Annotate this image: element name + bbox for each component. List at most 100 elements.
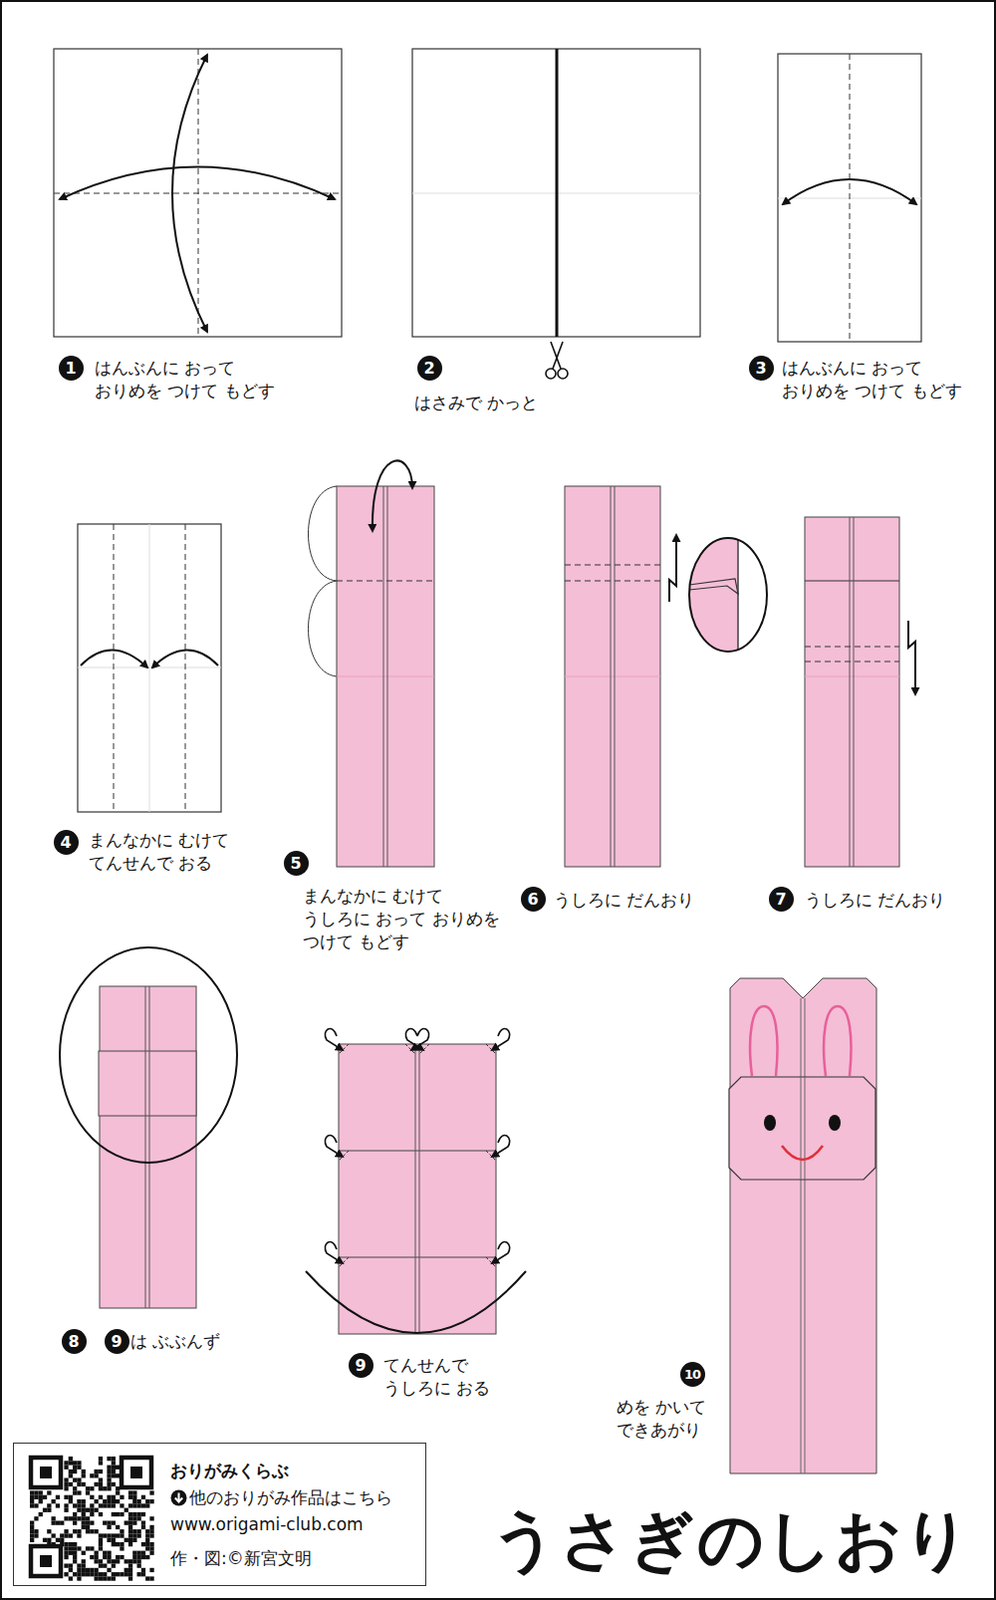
qr-code [68,1545,73,1550]
qr-code [111,1465,116,1470]
bunny-bookmark [763,1114,776,1131]
step7-strip [849,516,851,867]
qr-code [63,1502,68,1507]
qr-code [137,1571,142,1576]
qr-code [72,1502,77,1507]
qr-code [94,1558,99,1563]
qr-code [29,1532,34,1537]
qr-code [81,1469,86,1474]
qr-code [115,1524,120,1529]
step4-arrows [80,649,219,668]
qr-code [76,1498,81,1503]
qr-code [29,1528,34,1533]
qr-code [137,1532,142,1537]
scissors-symbol [550,341,561,369]
step4-arrows [80,649,148,668]
site-name: おりがみくらぶ [170,1459,289,1482]
qr-code [59,1520,64,1525]
step-instruction: うしろに だんおり [804,888,975,912]
qr-code [111,1541,116,1546]
step6-zoom-detail [677,527,739,668]
qr-code [46,1502,51,1507]
qr-code [102,1550,107,1555]
qr-code [119,1541,124,1546]
step7-strip [804,676,900,678]
qr-code [119,1494,124,1499]
qr-code [51,1532,56,1537]
qr-code [106,1469,111,1474]
qr-code [33,1532,38,1537]
footer-line: www.origami-club.com [170,1512,364,1535]
footer-line: 作・図:©新宮文明 [170,1546,312,1569]
qr-code [106,1554,111,1559]
qr-code [72,1550,77,1555]
qr-code [76,1502,81,1507]
step6-zoom-detail [677,527,739,668]
qr-code [132,1550,137,1555]
step7-strip [804,579,900,581]
qr-code [98,1469,103,1474]
qr-code [68,1563,73,1568]
qr-code [149,1567,154,1572]
step5-strip [336,676,435,678]
qr-code [111,1494,116,1499]
step1-square [53,193,342,195]
qr-code [76,1528,81,1533]
qr-code [38,1490,43,1494]
qr-code [128,1537,133,1542]
qr-code [106,1558,111,1563]
qr-code [145,1528,150,1533]
step-number: 9 [104,1328,130,1354]
qr-code [76,1515,81,1520]
qr-code [81,1511,86,1516]
qr-code [106,1498,111,1503]
qr-code [46,1528,51,1533]
qr-code [29,1456,155,1581]
qr-code [111,1575,116,1580]
step3-rectangle [777,53,922,342]
qr-code [72,1486,77,1491]
step8-strip [59,947,238,1163]
qr-code [119,1532,124,1537]
qr-code [111,1502,116,1507]
qr-code [115,1532,120,1537]
step6-strip [614,486,616,867]
qr-code [63,1532,68,1537]
step9-strip [419,1043,421,1334]
qr-code [115,1486,120,1491]
bunny-bookmark [800,997,802,1474]
qr-code [42,1537,47,1542]
qr-code [63,1541,68,1546]
qr-code [115,1558,120,1563]
qr-code [128,1532,133,1537]
step2-cut [412,48,701,337]
bunny-bookmark [729,1076,876,1180]
qr-code [128,1541,133,1546]
qr-code [42,1507,47,1512]
qr-code [137,1550,142,1555]
qr-code [149,1524,154,1529]
qr-code [94,1567,99,1572]
qr-code [149,1545,154,1550]
qr-code [94,1575,99,1580]
qr-code [111,1482,116,1487]
bunny-bookmark [729,978,877,1474]
step8-strip [99,986,197,1308]
qr-code [94,1507,99,1512]
qr-code [145,1532,150,1537]
qr-code [102,1532,107,1537]
step5-strip [383,486,385,867]
down-arrow-icon [170,1489,188,1506]
qr-code [141,1511,146,1516]
step4-rectangle [77,523,222,812]
qr-code [81,1507,86,1512]
qr-code [81,1482,86,1487]
qr-code [63,1478,68,1483]
qr-code [76,1575,81,1580]
qr-code [98,1502,103,1507]
step-number: 10 [680,1361,706,1387]
qr-code [68,1469,73,1474]
qr-code [141,1524,146,1529]
step-instruction: まんなかに むけて てんせんで おる [88,828,267,875]
qr-code [63,1507,68,1512]
